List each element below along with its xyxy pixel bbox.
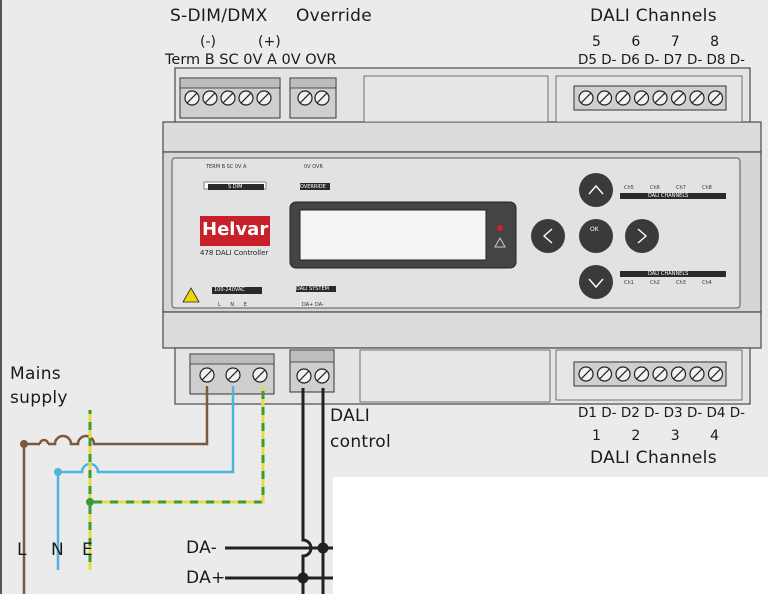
panel-ch8: Ch8 — [702, 185, 712, 191]
brand-label: Helvar — [202, 219, 269, 240]
mains-terminal-screw-slot — [254, 369, 266, 381]
dali-bottom-terminal-screw-slot — [673, 368, 684, 380]
dali-top-terminal-screw-slot — [673, 92, 684, 104]
panel-dali-system: DALI SYSTEM — [296, 286, 329, 292]
panel-dali-terms: DA+ DA- — [302, 302, 324, 308]
bottom-channel-numbers: 1 2 3 4 — [592, 428, 719, 444]
model-label: 478 DALI Controller — [200, 249, 269, 257]
sdim-terminal-screw-slot — [258, 92, 270, 104]
dali-top-terminal-screw-slot — [617, 92, 629, 104]
dali-wiring — [225, 388, 340, 594]
earth-label: E — [82, 540, 94, 560]
panel-ch4: Ch4 — [702, 280, 712, 286]
dali-channels-top-label: DALI Channels — [590, 6, 717, 26]
dali-bottom-terminal-screw-slot — [654, 368, 666, 380]
da-minus-label: DA- — [186, 538, 218, 558]
panel-dali-channels-top: DALI CHANNELS — [648, 193, 689, 199]
plus-label: (+) — [258, 34, 281, 50]
mains-label-2: supply — [10, 388, 68, 408]
top-terminal-labels: Term B SC 0V A 0V OVR — [165, 52, 337, 68]
da-plus-label: DA+ — [186, 568, 226, 588]
helvar-logo — [200, 216, 270, 246]
neutral-label: N — [51, 540, 65, 560]
override-terminal-screw-slot — [299, 92, 311, 104]
dali-control-label-1: DALI — [330, 406, 371, 426]
lcd-display — [289, 201, 517, 269]
panel-mains: 100-240VAC — [214, 287, 245, 293]
dali-top-terminal-screw-slot — [580, 92, 592, 104]
mains-label-1: Mains — [10, 364, 61, 384]
dali-bottom-terminal-screw-slot — [636, 368, 647, 380]
panel-ch6: Ch6 — [650, 185, 660, 191]
dali-bottom-terminal-screw-slot — [691, 368, 703, 380]
sdim-terminal-screw-slot — [222, 92, 234, 104]
bottom-dali-terminal-labels: D1 D- D2 D- D3 D- D4 D- — [578, 405, 746, 421]
mains-wiring — [20, 386, 265, 594]
panel-sdim: S DIM — [228, 184, 243, 190]
panel-sdim-terms: TERM B SC 0V A — [206, 164, 247, 170]
warning-icon — [182, 287, 200, 303]
override-terminal-screw-slot — [316, 92, 328, 104]
sdim-terminal-screw-slot — [186, 92, 198, 104]
panel-ovr-terms: 0V OVR — [304, 164, 323, 170]
minus-label: (-) — [200, 34, 216, 50]
dali-top-terminal-screw-slot — [710, 92, 721, 104]
terminal-block-dali-system — [289, 349, 335, 393]
sdim-terminal-screw-slot — [240, 92, 252, 104]
panel-ch3: Ch3 — [676, 280, 686, 286]
panel-ch7: Ch7 — [676, 185, 686, 191]
dali-bottom-terminal-screw-slot — [580, 368, 592, 380]
dali-system-terminal-screw-slot — [298, 370, 310, 382]
dali-top-terminal-screw-slot — [599, 92, 610, 104]
panel-mains-terms: L N E — [218, 302, 247, 308]
nav-buttons — [531, 173, 659, 299]
dali-bottom-terminal-screw-slot — [599, 368, 610, 380]
dali-control-label-2: control — [330, 432, 392, 452]
ok-label[interactable]: OK — [590, 226, 599, 233]
dali-bottom-terminal-screw-slot — [710, 368, 721, 380]
dali-top-terminal-screw-slot — [691, 92, 703, 104]
dali-top-terminal-screw-slot — [636, 92, 647, 104]
top-channel-numbers: 5 6 7 8 — [592, 34, 719, 50]
sdim-dmx-label: S-DIM/DMX — [170, 6, 268, 26]
blank-area — [333, 477, 768, 594]
panel-override: OVERRIDE — [300, 184, 326, 190]
mains-terminal-screw-slot — [227, 369, 239, 381]
dali-system-terminal-screw-slot — [316, 370, 328, 382]
override-label: Override — [296, 6, 372, 26]
dali-channels-bottom-label: DALI Channels — [590, 448, 717, 468]
live-label: L — [17, 540, 27, 560]
top-dali-terminal-labels: D5 D- D6 D- D7 D- D8 D- — [578, 52, 746, 68]
mains-terminal-screw-slot — [201, 369, 213, 381]
panel-ch5: Ch5 — [624, 185, 634, 191]
left-border — [0, 0, 2, 594]
dali-top-terminal-screw-slot — [654, 92, 666, 104]
panel-dali-channels-bottom: DALI CHANNELS — [648, 271, 689, 277]
sdim-terminal-screw-slot — [204, 92, 216, 104]
dali-bottom-terminal-screw-slot — [617, 368, 629, 380]
panel-ch2: Ch2 — [650, 280, 660, 286]
panel-ch1: Ch1 — [624, 280, 634, 286]
